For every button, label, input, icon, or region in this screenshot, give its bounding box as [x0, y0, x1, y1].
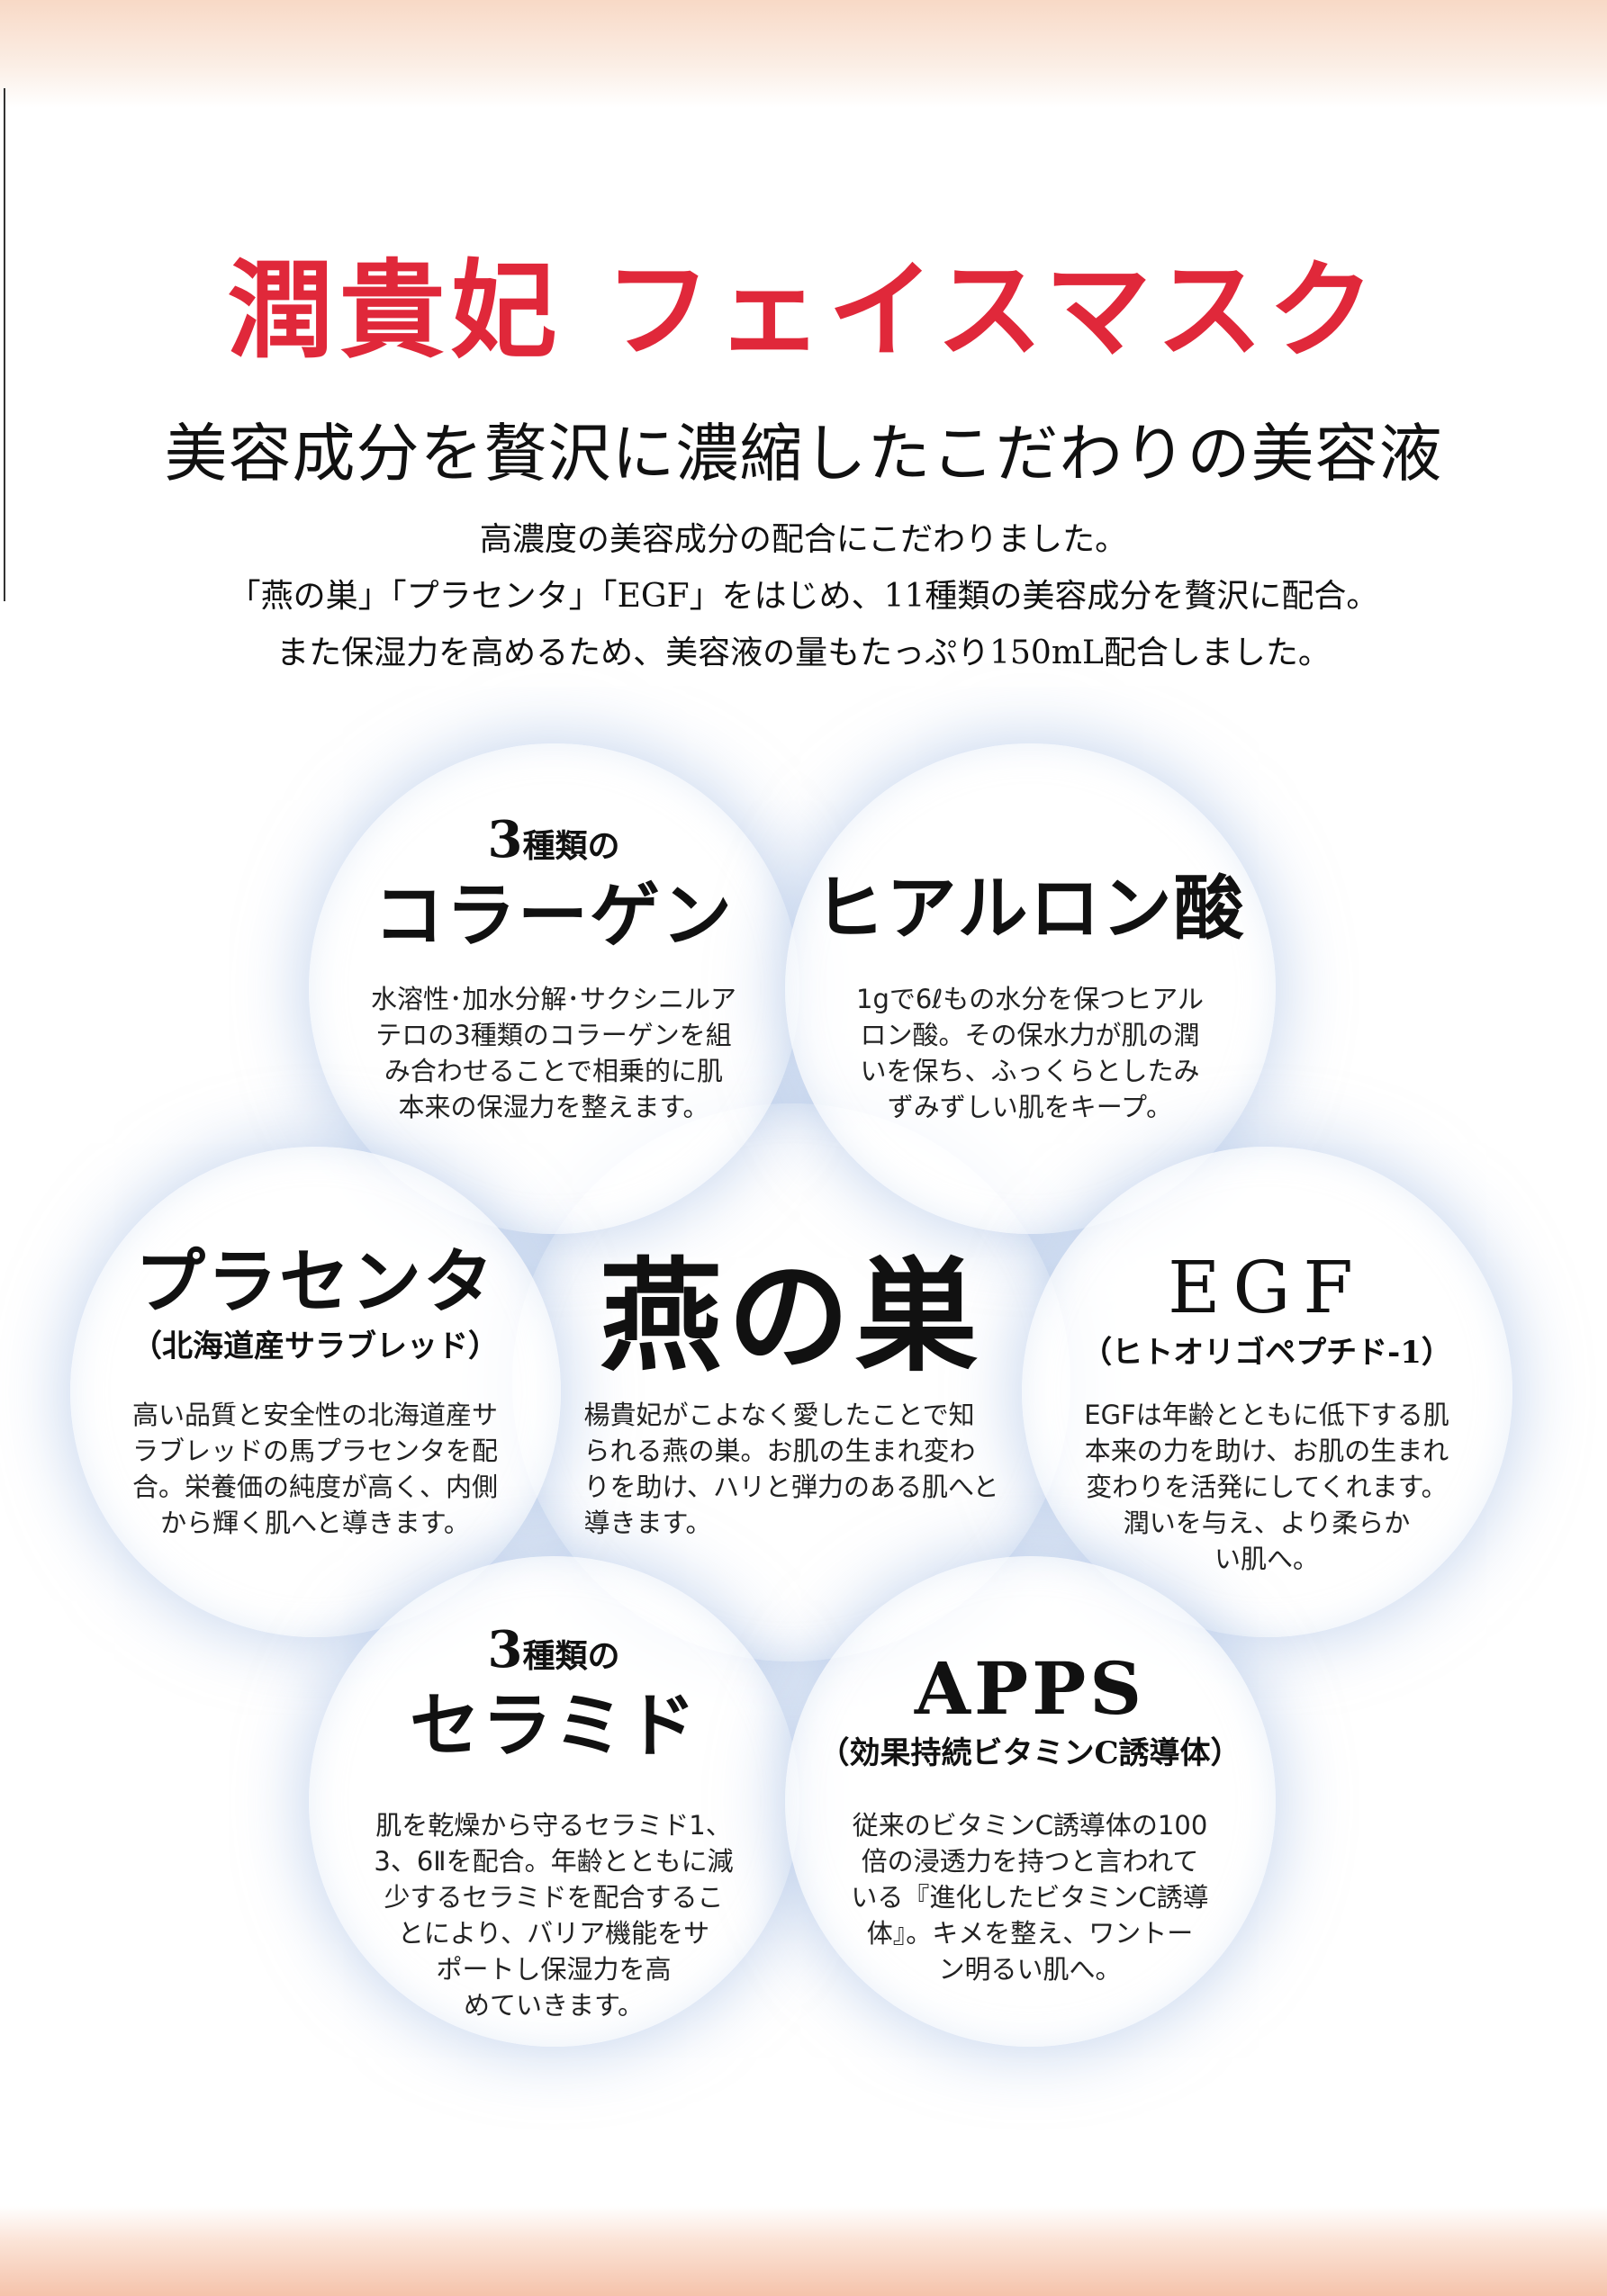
desc-line: 潤いを与え、より柔らか: [1123, 1508, 1411, 1538]
collagen-name: コラーゲン: [373, 875, 735, 957]
desc-line: テロの3種類のコラーゲンを組: [375, 1020, 732, 1050]
desc-line: 導きます。: [583, 1508, 712, 1538]
intro-line: また保湿力を高めるため、美容液の量もたっぷり150mL配合しました。: [276, 635, 1331, 671]
desc-line: 変わりを活発にしてくれます。: [1086, 1472, 1448, 1502]
desc-line: 楊貴妃がこよなく愛したことで知: [583, 1400, 975, 1430]
circle-egf: [1022, 1147, 1512, 1637]
desc-line: 合。栄養価の純度が高く、内側: [131, 1472, 499, 1502]
desc-line: とにより、バリア機能をサ: [397, 1918, 710, 1949]
bottom-decorative-band: [0, 2206, 1607, 2296]
placenta-subtitle: （北海道産サラブレッド）: [131, 1328, 499, 1364]
circle-placenta: [70, 1147, 561, 1637]
left-divider-line: [4, 88, 5, 601]
collagen-description: 水溶性･加水分解･サクシニルア テロの3種類のコラーゲンを組 み合わせることで相…: [371, 981, 736, 1125]
birdnest-name: 燕の巣: [600, 1245, 983, 1389]
desc-line: ずみずしい肌をキープ。: [887, 1092, 1173, 1122]
desc-line: 肌を乾燥から守るセラミド1、: [375, 1810, 732, 1841]
desc-line: りを助け、ハリと弾力のある肌へと: [583, 1472, 999, 1502]
collagen-count: 3: [487, 810, 523, 869]
desc-line: ン明るい肌へ。: [938, 1954, 1122, 1985]
desc-line: 少するセラミドを配合するこ: [384, 1882, 724, 1913]
circle-collagen: [309, 743, 799, 1234]
desc-line: 倍の浸透力を持つと言われて: [861, 1846, 1199, 1877]
page-subtitle: 美容成分を贅沢に濃縮したこだわりの美容液: [164, 417, 1443, 491]
desc-line: み合わせることで相乗的に肌: [384, 1056, 724, 1086]
intro-line: 「燕の巣」「プラセンタ」「EGF」をはじめ、11種類の美容成分を贅沢に配合。: [228, 578, 1379, 615]
ceramide-description: 肌を乾燥から守るセラミド1、 3、6Ⅱを配合。年齢とともに減 少するセラミドを配…: [374, 1807, 733, 2023]
desc-line: ロン酸。その保水力が肌の潤: [860, 1020, 1200, 1050]
desc-line: ラブレッドの馬プラセンタを配: [131, 1436, 499, 1466]
intro-text: 高濃度の美容成分の配合にこだわりました。 「燕の巣」「プラセンタ」「EGF」をは…: [0, 511, 1607, 681]
page-title: 潤貴妃 フェイスマスク: [227, 248, 1380, 373]
desc-line: られる燕の巣。お肌の生まれ変わ: [583, 1436, 976, 1466]
collagen-count-label: 種類の: [522, 827, 620, 865]
circle-apps: [785, 1556, 1276, 2047]
hyaluronic-description: 1gで6ℓもの水分を保つヒアル ロン酸。その保水力が肌の潤 いを保ち、ふっくらと…: [856, 981, 1204, 1125]
hyaluronic-heading: ヒアルロン酸: [814, 869, 1245, 950]
egf-heading: EGF （ヒトオリゴペプチド-1）: [1081, 1247, 1452, 1373]
top-decorative-band: [0, 0, 1607, 108]
apps-subtitle: （効果持続ビタミンC誘導体）: [818, 1735, 1241, 1771]
desc-line: めていきます。: [463, 1990, 645, 2021]
ceramide-name: セラミド: [409, 1685, 699, 1767]
egf-name: EGF: [1168, 1246, 1366, 1329]
ceramide-count: 3: [487, 1620, 523, 1679]
placenta-name: プラセンタ: [134, 1241, 495, 1323]
desc-line: 水溶性･加水分解･サクシニルア: [370, 984, 737, 1014]
desc-line: EGFは年齢とともに低下する肌: [1084, 1400, 1449, 1430]
collagen-heading: 3種類の コラーゲン: [374, 810, 734, 957]
desc-line: ポートし保湿力を高: [436, 1954, 672, 1985]
desc-line: から輝く肌へと導きます。: [160, 1508, 470, 1538]
ceramide-count-label: 種類の: [522, 1637, 620, 1675]
apps-heading: APPS （効果持続ビタミンC誘導体）: [818, 1647, 1241, 1773]
birdnest-heading: 燕の巣: [600, 1249, 983, 1384]
apps-name: APPS: [914, 1646, 1146, 1731]
hyaluronic-name: ヒアルロン酸: [814, 868, 1246, 950]
desc-line: いる『進化したビタミンC誘導: [851, 1882, 1209, 1913]
birdnest-description: 楊貴妃がこよなく愛したことで知 られる燕の巣。お肌の生まれ変わ りを助け、ハリと…: [583, 1397, 998, 1541]
desc-line: 3、6Ⅱを配合。年齢とともに減: [374, 1846, 734, 1877]
desc-line: い肌へ。: [1214, 1544, 1320, 1574]
desc-line: 本来の力を助け、お肌の生まれ: [1084, 1436, 1449, 1466]
desc-line: 従来のビタミンC誘導体の100: [852, 1810, 1208, 1841]
egf-subtitle: （ヒトオリゴペプチド-1）: [1081, 1335, 1452, 1371]
circle-ceramide: [309, 1556, 799, 2047]
egf-description: EGFは年齢とともに低下する肌 本来の力を助け、お肌の生まれ 変わりを活発にして…: [1084, 1397, 1449, 1577]
intro-line: 高濃度の美容成分の配合にこだわりました。: [479, 521, 1128, 558]
placenta-heading: プラセンタ （北海道産サラブレッド）: [131, 1242, 499, 1366]
desc-line: 体』。キメを整え、ワントー: [866, 1918, 1194, 1949]
apps-description: 従来のビタミンC誘導体の100 倍の浸透力を持つと言われて いる『進化したビタミ…: [851, 1807, 1208, 1987]
desc-line: 高い品質と安全性の北海道産サ: [131, 1400, 499, 1430]
desc-line: 1gで6ℓもの水分を保つヒアル: [856, 984, 1204, 1014]
desc-line: いを保ち、ふっくらとしたみ: [860, 1056, 1200, 1086]
desc-line: 本来の保湿力を整えます。: [398, 1092, 709, 1122]
ceramide-heading: 3種類の セラミド: [410, 1620, 698, 1767]
circle-hyaluronic: [785, 743, 1276, 1234]
placenta-description: 高い品質と安全性の北海道産サ ラブレッドの馬プラセンタを配 合。栄養価の純度が高…: [132, 1397, 498, 1541]
